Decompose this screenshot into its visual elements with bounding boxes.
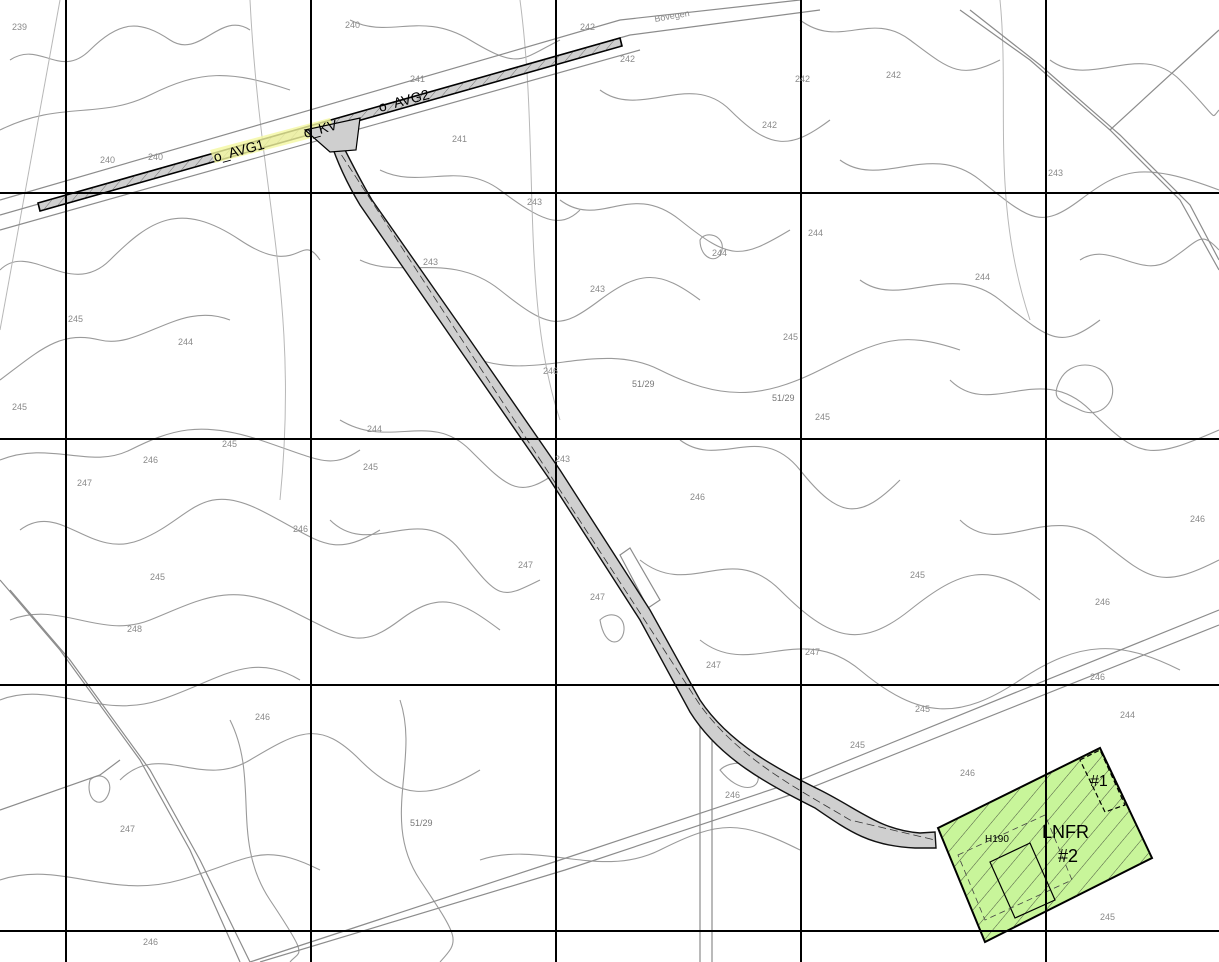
elevation-label: 245 xyxy=(222,439,237,449)
elevation-label: 240 xyxy=(148,152,163,162)
elevation-label: 247 xyxy=(706,660,721,670)
elevation-label: 248 xyxy=(127,624,142,634)
label-o-avg1: o_AVG1 xyxy=(212,136,266,165)
elevation-label: 246 xyxy=(1095,597,1110,607)
elevation-label: 246 xyxy=(143,937,158,947)
elevation-label: 246 xyxy=(725,790,740,800)
elevation-label: 245 xyxy=(12,402,27,412)
elevation-label: 244 xyxy=(808,228,823,238)
parcel-label: 51/29 xyxy=(772,393,795,403)
elevation-label: 243 xyxy=(555,454,570,464)
elevation-label: 240 xyxy=(345,20,360,30)
label-lnfr: LNFR xyxy=(1042,822,1089,842)
elevation-label: 245 xyxy=(915,704,930,714)
elevation-label: 246 xyxy=(293,524,308,534)
parcel-labels: 51/29 51/29 51/29 xyxy=(410,379,795,828)
elevation-label: 247 xyxy=(120,824,135,834)
elevation-label: 247 xyxy=(590,592,605,602)
elevation-label: 246 xyxy=(1090,672,1105,682)
elevation-label: 242 xyxy=(886,70,901,80)
parcel-label: 51/29 xyxy=(410,818,433,828)
elevation-label: 244 xyxy=(712,248,727,258)
elevation-label: 242 xyxy=(580,22,595,32)
elevation-label: 243 xyxy=(590,284,605,294)
elevation-label: 243 xyxy=(423,257,438,267)
elevation-label: 245 xyxy=(815,412,830,422)
road-regulation-strip[interactable] xyxy=(37,37,623,212)
label-zone-1: #1 xyxy=(1090,773,1108,790)
label-building: H190 xyxy=(985,834,1009,845)
planned-access-road[interactable] xyxy=(329,139,937,849)
elevation-labels: 239 240 242 242 241 240 240 241 242 242 … xyxy=(12,20,1205,947)
elevation-label: 247 xyxy=(518,560,533,570)
label-lnfr-number: #2 xyxy=(1058,846,1078,866)
elevation-label: 245 xyxy=(363,462,378,472)
elevation-label: 243 xyxy=(1048,168,1063,178)
elevation-label: 246 xyxy=(255,712,270,722)
elevation-label: 240 xyxy=(100,155,115,165)
elevation-label: 242 xyxy=(620,54,635,64)
elevation-label: 239 xyxy=(12,22,27,32)
elevation-label: 244 xyxy=(1120,710,1135,720)
elevation-label: 246 xyxy=(960,768,975,778)
elevation-label: 244 xyxy=(178,337,193,347)
elevation-label: 245 xyxy=(68,314,83,324)
elevation-label: 246 xyxy=(690,492,705,502)
elevation-label: 245 xyxy=(850,740,865,750)
elevation-label: 243 xyxy=(527,197,542,207)
elevation-label: 244 xyxy=(367,424,382,434)
elevation-label: 245 xyxy=(910,570,925,580)
elevation-label: 245 xyxy=(1100,912,1115,922)
elevation-label: 247 xyxy=(77,478,92,488)
elevation-label: 246 xyxy=(543,366,558,376)
elevation-label: 246 xyxy=(143,455,158,465)
elevation-label: 246 xyxy=(1190,514,1205,524)
parcel-label: 51/29 xyxy=(632,379,655,389)
elevation-label: 242 xyxy=(795,74,810,84)
elevation-label: 245 xyxy=(150,572,165,582)
elevation-label: 241 xyxy=(410,74,425,84)
elevation-label: 241 xyxy=(452,134,467,144)
elevation-label: 247 xyxy=(805,647,820,657)
label-road-name: Bovegen xyxy=(654,8,691,24)
elevation-label: 244 xyxy=(975,272,990,282)
elevation-label: 245 xyxy=(783,332,798,342)
elevation-label: 242 xyxy=(762,120,777,130)
